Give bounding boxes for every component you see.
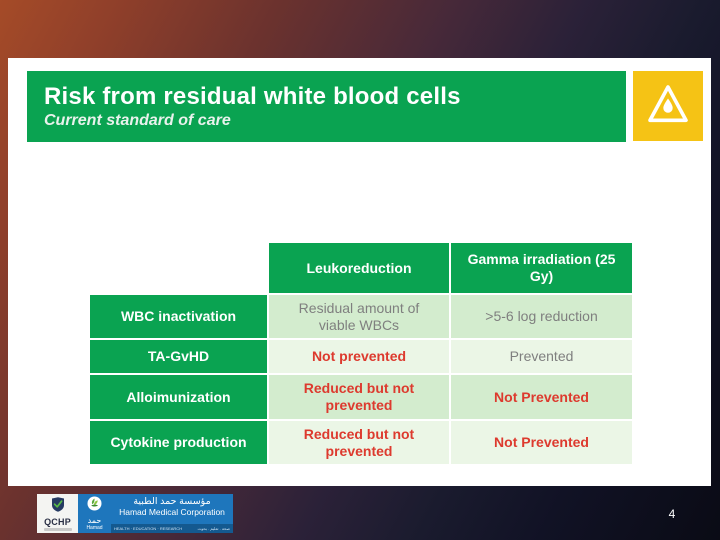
comparison-table: Leukoreduction Gamma irradiation (25 Gy)… xyxy=(90,243,632,464)
table-cell: Not prevented xyxy=(269,340,449,373)
hamad-logo: حمد Hamad xyxy=(78,494,111,533)
qchp-logo: QCHP xyxy=(37,494,78,533)
page-subtitle: Current standard of care xyxy=(44,112,231,129)
qchp-label: QCHP xyxy=(44,516,71,527)
row-header-ta-gvhd: TA-GvHD xyxy=(90,340,267,373)
hamad-medical-corporation-logo: مؤسسة حمد الطبية Hamad Medical Corporati… xyxy=(111,494,233,533)
table-cell: >5-6 log reduction xyxy=(451,295,632,338)
row-header-wbc-inactivation: WBC inactivation xyxy=(90,295,267,338)
row-header-alloimunization: Alloimunization xyxy=(90,375,267,419)
hmc-arabic-name: مؤسسة حمد الطبية xyxy=(133,496,211,507)
qchp-shield-icon xyxy=(51,496,65,517)
table-cell: Reduced but not prevented xyxy=(269,421,449,464)
blood-drop-warning-triangle-icon xyxy=(645,82,691,131)
hmc-tagline-english: HEALTH · EDUCATION · RESEARCH xyxy=(114,526,183,531)
hmc-tagline-strip: HEALTH · EDUCATION · RESEARCH صحة . تعلي… xyxy=(111,524,233,533)
page-number: 4 xyxy=(668,507,676,521)
hmc-tagline-arabic: صحة . تعليم . بحوث xyxy=(197,526,230,531)
table-cell: Reduced but not prevented xyxy=(269,375,449,419)
row-header-cytokine-production: Cytokine production xyxy=(90,421,267,464)
slide-canvas: Risk from residual white blood cells Cur… xyxy=(8,58,711,486)
column-header-leukoreduction: Leukoreduction xyxy=(269,243,449,293)
page-title: Risk from residual white blood cells xyxy=(44,83,461,110)
hamad-arabic-label: حمد xyxy=(87,516,102,525)
table-cell: Residual amount of viable WBCs xyxy=(269,295,449,338)
table-cell: Not Prevented xyxy=(451,421,632,464)
table-corner-cell xyxy=(90,243,267,293)
hamad-english-label: Hamad xyxy=(86,525,103,531)
table-cell: Prevented xyxy=(451,340,632,373)
header-banner: Risk from residual white blood cells Cur… xyxy=(27,71,626,142)
column-header-gamma-irradiation: Gamma irradiation (25 Gy) xyxy=(451,243,632,293)
warning-badge xyxy=(633,71,703,141)
table-cell: Not Prevented xyxy=(451,375,632,419)
qchp-subline xyxy=(43,527,72,531)
hamad-leaf-emblem-icon xyxy=(87,496,102,516)
hmc-english-name: Hamad Medical Corporation xyxy=(119,507,225,517)
footer-logo-group: QCHP حمد Hamad مؤسسة حمد الطبية Hamad Me… xyxy=(37,494,233,533)
